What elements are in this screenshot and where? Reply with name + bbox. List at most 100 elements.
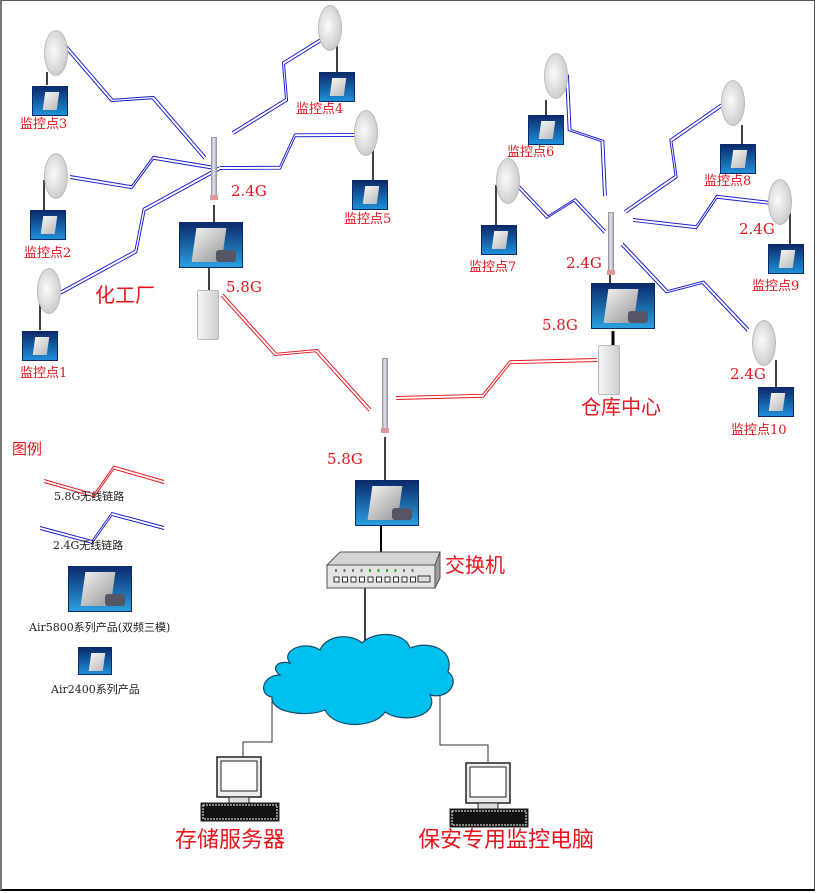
camera-3: [32, 86, 68, 116]
link-24-point5: [220, 135, 356, 170]
dish-antenna-7: [496, 158, 520, 204]
legend-air2400-icon: [78, 647, 112, 675]
monitor-point-label-9: 监控点9: [752, 279, 800, 294]
camera-9: [768, 244, 804, 274]
point10-band-label: 2.4G: [730, 365, 766, 383]
link-24-point10: [622, 242, 750, 330]
warehouse-panel-antenna: [598, 345, 620, 395]
chem-plant-label: 化工厂: [95, 283, 155, 307]
switch-port: [393, 576, 399, 583]
link-24-point2: [70, 158, 216, 190]
dish-antenna-5: [354, 110, 378, 156]
link-24-point8: [625, 105, 724, 214]
camera-8: [720, 144, 756, 174]
monitor-point-label-6: 监控点6: [507, 145, 555, 160]
switch-console-port: [417, 575, 431, 583]
camera-10: [758, 387, 794, 417]
network-cloud: [263, 633, 454, 726]
link-24-point3: [58, 40, 205, 160]
dish-antenna-10: [752, 320, 776, 366]
wire-cloud-to-security-pc: [439, 687, 489, 762]
switch-led: [411, 569, 414, 572]
switch-port: [359, 576, 365, 583]
network-switch: [325, 551, 441, 589]
legend-air5800-label: Air5800系列产品(双频三模): [29, 621, 171, 634]
monitor-point-label-7: 监控点7: [469, 260, 517, 275]
warehouse-air5800-ap: [591, 283, 655, 329]
link-58-warehouse-central: [395, 358, 597, 398]
legend-air2400-label: Air2400系列产品: [51, 683, 140, 696]
camera-4: [319, 72, 355, 102]
switch-led: [403, 569, 405, 572]
link-24-point9: [632, 194, 780, 227]
link-24-point3: [60, 38, 207, 158]
chem-omni-antenna: [210, 137, 218, 200]
switch-port: [401, 576, 408, 583]
switch-led: [386, 569, 388, 572]
wire-cloud-to-storage: [242, 697, 273, 757]
dish-antenna-2: [44, 153, 68, 199]
legend-link-58-line: [43, 465, 165, 495]
central-air5800-ap: [355, 480, 419, 526]
chem-band-58-label: 5.8G: [226, 278, 262, 296]
central-omni-antenna: [381, 358, 389, 433]
security-pc-label: 保安专用监控电脑: [418, 828, 595, 853]
switch-led: [369, 569, 371, 572]
switch-label: 交换机: [445, 553, 505, 577]
dish-antenna-9: [768, 179, 792, 225]
chem-air5800-ap: [179, 222, 243, 268]
dish-antenna-8: [721, 80, 745, 126]
link-24-point10: [620, 244, 748, 332]
camera-5: [352, 180, 388, 210]
link-58-chem-central: [220, 295, 370, 412]
warehouse-omni-antenna: [607, 212, 615, 275]
legend-link-58-line: [43, 468, 165, 498]
chem-band-24-label: 2.4G: [231, 182, 267, 200]
monitor-point-label-8: 监控点8: [704, 174, 752, 189]
point9-band-label: 2.4G: [739, 220, 775, 238]
link-24-point7: [515, 185, 605, 234]
link-24-point4: [231, 28, 337, 133]
legend-link-24-line: [39, 514, 165, 545]
monitor-point-label-5: 监控点5: [344, 212, 392, 227]
link-24-point9: [633, 197, 781, 230]
monitor-point-label-3: 监控点3: [20, 117, 68, 132]
dish-antenna-6: [544, 53, 568, 99]
switch-port: [350, 576, 357, 583]
switch-port: [342, 576, 348, 583]
legend-link-24-line: [39, 511, 165, 542]
link-24-point6: [565, 75, 605, 197]
switch-led: [394, 569, 397, 572]
camera-6: [528, 115, 564, 145]
dish-antenna-1: [37, 268, 61, 314]
switch-led: [343, 569, 346, 572]
switch-port: [410, 576, 416, 583]
monitor-point-label-10: 监控点10: [731, 423, 787, 438]
link-24-point6: [567, 74, 607, 196]
link-24-point5: [219, 133, 355, 168]
warehouse-band-24-label: 2.4G: [566, 254, 602, 272]
central-band-58-label: 5.8G: [327, 450, 363, 468]
legend-title: 图例: [12, 440, 43, 458]
camera-2: [30, 210, 66, 240]
monitor-point-label-4: 监控点4: [296, 102, 344, 117]
legend-link-24-label: 2.4G无线链路: [53, 539, 124, 552]
camera-1: [22, 331, 58, 361]
legend-air5800-icon: [68, 566, 132, 612]
storage-server-computer: [200, 756, 280, 822]
monitor-point-label-2: 监控点2: [24, 246, 72, 261]
link-24-point1: [60, 168, 222, 295]
switch-led: [377, 569, 380, 572]
warehouse-center-label: 仓库中心: [581, 395, 661, 419]
switch-port: [333, 576, 340, 583]
switch-led: [360, 569, 363, 572]
link-58-chem-central: [222, 293, 372, 410]
link-24-point7: [517, 183, 607, 232]
wireless-links: [39, 28, 781, 545]
dish-antenna-3: [44, 30, 68, 76]
switch-port: [384, 576, 391, 583]
storage-server-label: 存储服务器: [175, 828, 286, 853]
switch-led: [352, 569, 354, 572]
